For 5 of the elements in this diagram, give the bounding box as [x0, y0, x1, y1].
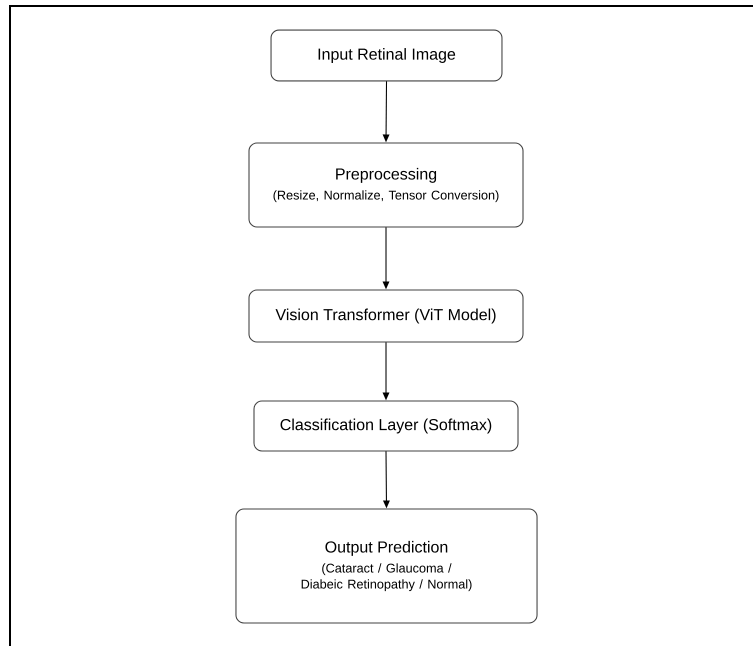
- process-box: Vision Transformer (ViT Model): [248, 289, 524, 343]
- process-box: Output Prediction (Cataract / Glaucoma / Diabeic Retinopathy / Normal): [235, 508, 538, 624]
- process-box: Input Retinal Image: [270, 30, 502, 82]
- process-box: Preprocessing (Resize, Normalize, Tensor Conversion): [248, 142, 524, 228]
- process-box: Classification Layer (Softmax): [253, 400, 519, 452]
